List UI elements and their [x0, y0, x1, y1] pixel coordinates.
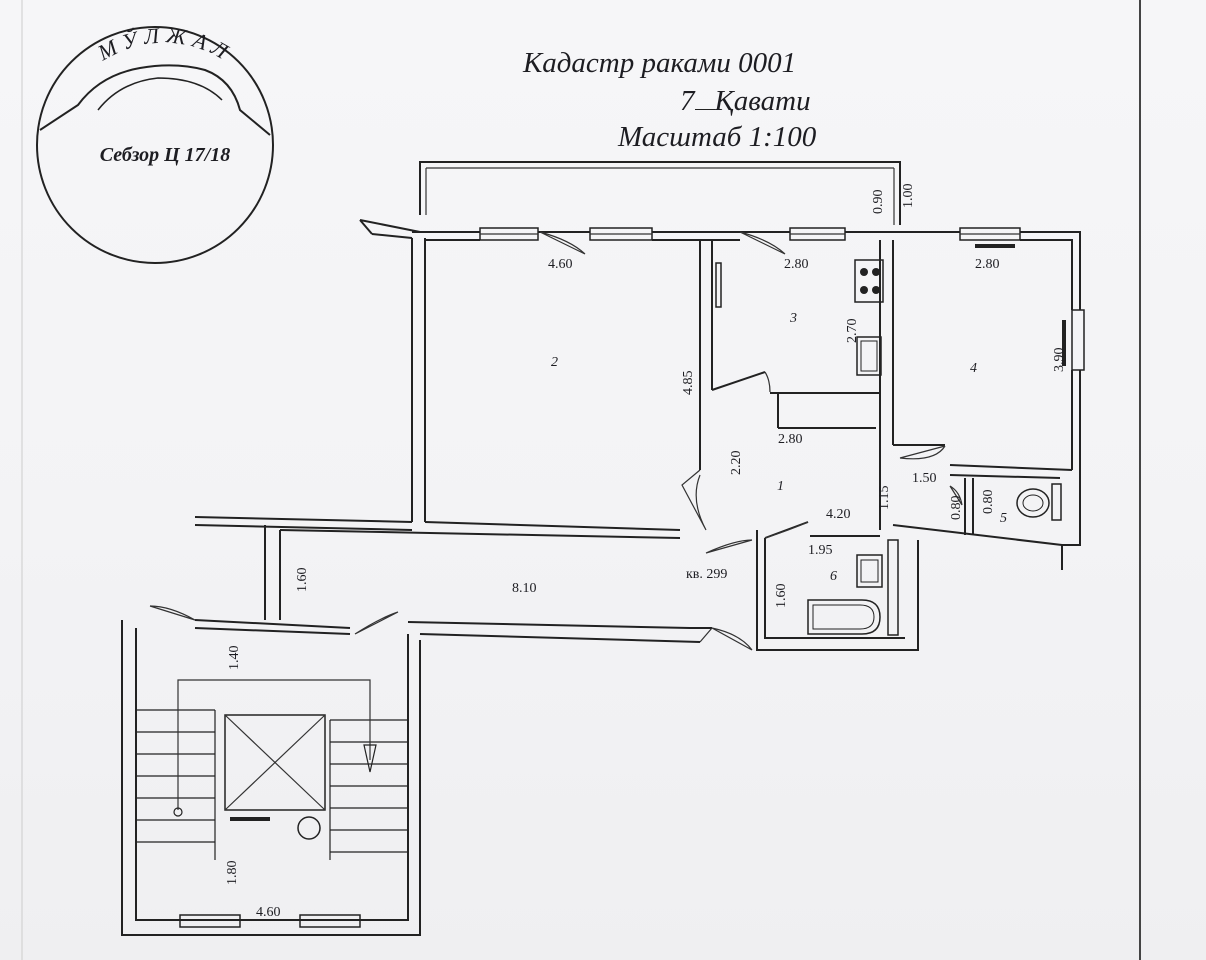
dim-bath-depth: 1.60	[774, 584, 789, 609]
stamp-org-name: МЎЛЖАЛ	[93, 22, 238, 67]
dim-room2-depth: 4.85	[681, 371, 696, 396]
room-number-3: 3	[789, 311, 797, 326]
floor-word: Қавати	[714, 85, 811, 117]
stairwell	[121, 620, 421, 936]
dim-hall-depth: 2.20	[729, 451, 744, 476]
dim-wc-width: 1.50	[912, 471, 937, 486]
dim-corridor-depth: 1.15	[877, 486, 892, 511]
balcony	[419, 161, 901, 225]
dim-bath-width: 1.95	[808, 543, 833, 558]
dim-kitchen-width: 2.80	[784, 257, 809, 272]
room-number-1: 1	[777, 479, 784, 494]
dim-closet-width: 2.80	[778, 432, 803, 447]
dim-common-corridor-depth: 1.60	[295, 568, 310, 593]
room-number-4: 4	[970, 361, 977, 376]
room-number-2: 2	[551, 355, 558, 370]
scale-label: Масштаб 1:100	[618, 121, 817, 153]
dim-balcony-depth-outer: 1.00	[901, 184, 916, 209]
dim-room2-width: 4.60	[548, 257, 573, 272]
room-number-5: 5	[1000, 511, 1007, 526]
floor-number: 7	[680, 85, 695, 117]
dim-hall-width: 4.20	[826, 507, 851, 522]
dim-stair-width: 4.60	[256, 905, 281, 920]
dim-balcony-depth: 0.90	[871, 190, 886, 215]
dim-kitchen-depth: 2.70	[845, 319, 860, 344]
room-numbers: 1 2 3 4 5 6 кв. 299	[551, 311, 1007, 584]
dim-wc-depth-a: 0.80	[949, 496, 964, 521]
dimension-labels: 0.90 1.00 4.60 4.85 2.80 2.70 2.80 3.90 …	[225, 184, 1067, 921]
apartment-walls	[359, 219, 1085, 651]
apartment-number: кв. 299	[686, 567, 727, 582]
floor-label: 7 Қавати	[680, 85, 811, 118]
dim-room4-width: 2.80	[975, 257, 1000, 272]
dim-common-corridor-length: 8.10	[512, 581, 537, 596]
dim-room4-depth: 3.90	[1052, 348, 1067, 373]
room-number-6: 6	[830, 569, 837, 584]
organization-stamp: МЎЛЖАЛ Себзор Ц 17/18	[36, 22, 274, 264]
dim-stair-top-depth: 1.40	[227, 646, 242, 671]
dim-stair-bottom-depth: 1.80	[225, 861, 240, 886]
common-corridor	[149, 516, 753, 651]
dim-wc-depth-b: 0.80	[981, 490, 996, 515]
stamp-subtitle: Себзор Ц 17/18	[100, 144, 230, 166]
cadastre-number: Кадастр раками 0001	[523, 47, 797, 79]
